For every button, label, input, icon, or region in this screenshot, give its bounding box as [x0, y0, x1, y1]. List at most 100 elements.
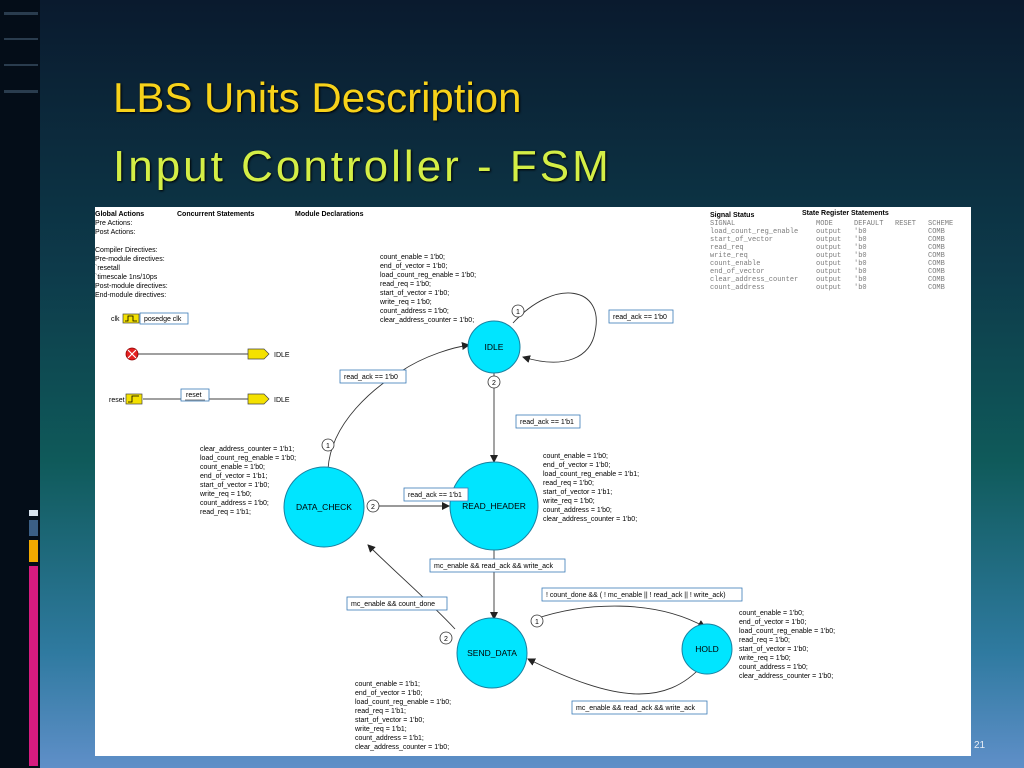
signal-table-cell: start_of_vector	[710, 236, 773, 244]
action-line: start_of_vector = 1'b0;	[380, 290, 449, 297]
action-line: start_of_vector = 1'b0;	[739, 646, 808, 653]
action-line: count_address = 1'b0;	[380, 308, 449, 315]
action-line: start_of_vector = 1'b1;	[543, 489, 612, 496]
transition-dc-to-idle	[327, 342, 470, 470]
state-send-data-label: SEND_DATA	[467, 648, 517, 658]
reset-entry-2: reset reset IDLE	[109, 388, 290, 405]
state-data-check: DATA_CHECK	[283, 466, 365, 548]
signal-table-header: RESET	[895, 220, 916, 228]
condition-hold-to-send: mc_enable && read_ack && write_ack	[576, 705, 696, 712]
post-actions-label: Post Actions:	[95, 229, 136, 236]
signal-table-cell: 'b0	[854, 228, 867, 236]
actions-idle: count_enable = 1'b0;end_of_vector = 1'b0…	[379, 254, 476, 324]
condition-box	[339, 369, 407, 384]
state-idle-label: IDLE	[485, 342, 504, 352]
transitions	[327, 292, 706, 695]
action-line: count_address = 1'b0;	[200, 500, 269, 507]
action-line: read_req = 1'b1;	[200, 509, 251, 516]
resetall-label: `resetall	[95, 265, 120, 272]
signal-table-cell: COMB	[928, 252, 945, 260]
state-read-header: READ_HEADER	[449, 461, 539, 551]
signal-table-cell: COMB	[928, 236, 945, 244]
signal-table-cell: 'b0	[854, 244, 867, 252]
idle-target-label-2: IDLE	[274, 397, 290, 404]
condition-box	[571, 700, 708, 715]
transition-send-to-dc	[367, 544, 456, 630]
signal-table-cell: 'b0	[854, 252, 867, 260]
state-read-header-label: READ_HEADER	[462, 501, 526, 511]
transition-idle-self	[512, 292, 597, 363]
action-line: start_of_vector = 1'b0;	[200, 482, 269, 489]
clock-edge-box	[139, 312, 189, 325]
module-declarations-label: Module Declarations	[295, 211, 364, 218]
idle-target-label-1: IDLE	[274, 352, 290, 359]
action-line: end_of_vector = 1'b0;	[543, 462, 610, 469]
action-line: end_of_vector = 1'b1;	[200, 473, 267, 480]
slide-title: LBS Units Description	[113, 74, 522, 121]
clock-edge-label: posedge clk	[144, 316, 182, 323]
signal-table-cell: 'b0	[854, 260, 867, 268]
signal-table-cell: output	[816, 276, 841, 284]
idle-connector-1	[247, 348, 270, 360]
action-line: write_req = 1'b1;	[354, 726, 407, 733]
idle-connector-2	[247, 393, 270, 405]
actions-hold: count_enable = 1'b0;end_of_vector = 1'b0…	[738, 610, 835, 680]
priority-marker	[487, 375, 501, 389]
signal-table-cell: output	[816, 228, 841, 236]
condition-read-to-send: mc_enable && read_ack && write_ack	[434, 563, 554, 570]
signal-table-cell: COMB	[928, 276, 945, 284]
action-line: count_enable = 1'b0;	[739, 610, 804, 617]
signal-status-title: Signal Status	[710, 212, 754, 219]
timescale-label: `timescale 1ns/10ps	[95, 274, 158, 281]
slide-subtitle: Input Controller - FSM	[113, 142, 612, 191]
signal-table-cell: output	[816, 268, 841, 276]
pre-actions-label: Pre Actions:	[95, 220, 132, 227]
priority-label: 2	[444, 636, 448, 643]
signal-table-cell: 'b0	[854, 268, 867, 276]
action-line: load_count_reg_enable = 1'b0;	[355, 699, 451, 706]
state-hold-label: HOLD	[695, 644, 719, 654]
states: IDLE READ_HEADER DATA_CHECK SEND_DATA HO…	[283, 320, 733, 689]
signal-table-cell: count_enable	[710, 260, 760, 268]
fsm-diagram-panel: Global Actions Concurrent Statements Mod…	[95, 207, 971, 756]
signal-table-cell: output	[816, 284, 841, 292]
condition-dc-to-idle: read_ack == 1'b0	[344, 374, 398, 381]
reset-waveform-icon	[128, 395, 139, 403]
signal-table-cell: output	[816, 236, 841, 244]
state-hold: HOLD	[681, 623, 733, 675]
action-line: clear_address_counter = 1'b0;	[380, 317, 474, 324]
signal-table-header: SIGNAL	[710, 220, 735, 228]
global-actions-label: Global Actions	[95, 211, 144, 218]
action-line: start_of_vector = 1'b0;	[355, 717, 424, 724]
action-line: count_enable = 1'b0;	[380, 254, 445, 261]
signal-table-cell: COMB	[928, 244, 945, 252]
signal-table-cell: COMB	[928, 268, 945, 276]
signal-table-cell: write_req	[710, 252, 748, 260]
action-line: end_of_vector = 1'b0;	[355, 690, 422, 697]
state-register-title: State Register Statements	[802, 210, 889, 217]
reset-entry-1: IDLE	[125, 347, 290, 361]
signal-table-cell: 'b0	[854, 236, 867, 244]
action-line: read_req = 1'b0;	[380, 281, 431, 288]
pre-module-label: Pre-module directives:	[95, 256, 165, 263]
priority-label: 2	[371, 504, 375, 511]
action-line: count_enable = 1'b1;	[355, 681, 420, 688]
actions-data-check: clear_address_counter = 1'b1;load_count_…	[199, 446, 296, 516]
action-line: load_count_reg_enable = 1'b1;	[543, 471, 639, 478]
reset-label: reset	[109, 397, 125, 404]
priority-label: 1	[516, 309, 520, 316]
signal-table-cell: load_count_reg_enable	[710, 228, 798, 236]
priority-label: 1	[326, 443, 330, 450]
signal-table-header: SCHEME	[928, 220, 953, 228]
action-line: read_req = 1'b0;	[739, 637, 790, 644]
decorative-lines	[4, 8, 38, 118]
state-send-data: SEND_DATA	[456, 617, 528, 689]
state-read-header-circle	[449, 461, 539, 551]
fsm-diagram: Global Actions Concurrent Statements Mod…	[95, 210, 953, 751]
priority-marker	[321, 438, 335, 452]
compiler-directives-label: Compiler Directives:	[95, 247, 158, 254]
reset-condition-label: reset	[186, 392, 202, 399]
condition-dc-to-read: read_ack == 1'b1	[408, 492, 462, 499]
action-line: count_address = 1'b0;	[739, 664, 808, 671]
action-line: read_req = 1'b0;	[543, 480, 594, 487]
